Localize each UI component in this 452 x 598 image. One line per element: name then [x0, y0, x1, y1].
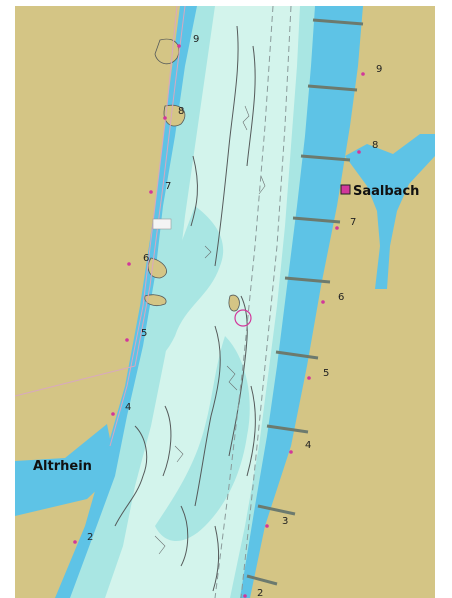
harbour-icon [340, 184, 351, 195]
km-label: 8 [372, 140, 378, 151]
km-label: 4 [305, 440, 311, 451]
left-bank-km-markers: 9 8 7 6 5 4 2 [73, 34, 199, 544]
depth-contours [114, 25, 256, 592]
km-label: 4 [125, 402, 131, 413]
km-label: 5 [323, 368, 329, 379]
right-bank-km-markers: 9 8 7 6 5 4 3 2 [243, 64, 382, 598]
river-very-shallow [105, 6, 300, 598]
place-label: Altrhein [33, 459, 92, 474]
river-shallow-patch-2 [155, 336, 250, 541]
island [154, 38, 180, 65]
island [228, 294, 240, 312]
km-label: 8 [178, 106, 184, 117]
km-label: 2 [257, 588, 263, 598]
side-water-altrhein [15, 424, 113, 516]
fairway-lines [214, 6, 292, 598]
km-label: 6 [338, 292, 344, 303]
km-label: 9 [376, 64, 382, 75]
km-label: 6 [143, 253, 149, 264]
side-channel-saalbach [345, 134, 435, 289]
nautical-chart-map[interactable]: 9 8 7 6 5 4 2 9 8 7 6 5 4 3 2 Saalbach [15, 6, 435, 598]
buoy-marker[interactable] [234, 309, 252, 327]
place-label: Saalbach [353, 184, 419, 199]
island [144, 294, 167, 306]
depth-contours-fine [154, 105, 266, 555]
structure-marker [152, 218, 172, 230]
boundary-lines [15, 6, 186, 447]
km-label: 5 [141, 328, 147, 339]
km-label: 2 [87, 532, 93, 543]
km-label: 7 [165, 181, 171, 192]
km-label: 7 [350, 217, 356, 228]
place-altrhein[interactable]: Altrhein [33, 459, 92, 474]
km-label: 3 [282, 516, 288, 527]
river-shallow-patch [147, 206, 224, 357]
km-label: 9 [193, 34, 199, 45]
groynes [246, 18, 364, 586]
place-saalbach[interactable]: Saalbach [340, 184, 419, 199]
